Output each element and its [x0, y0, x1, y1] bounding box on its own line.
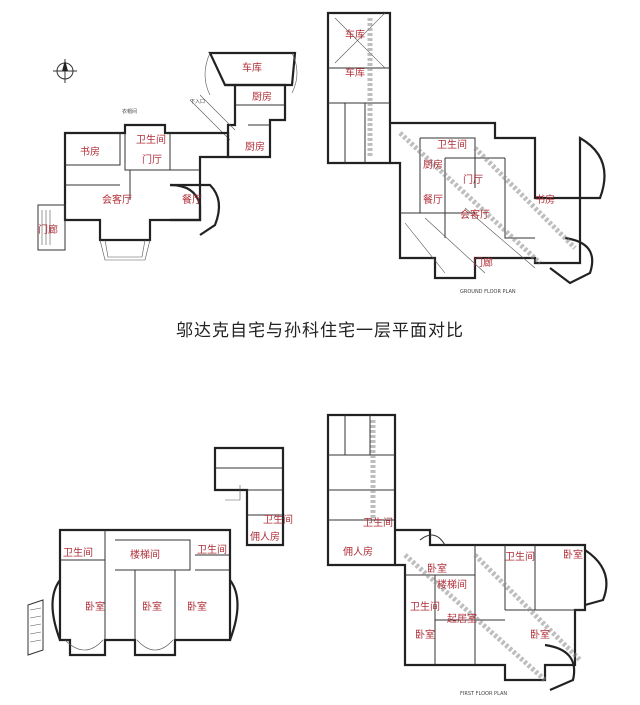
room-label: 书房: [80, 145, 100, 158]
top-left-floor-plan: 衣帽间 下入口 车库 厨房 书房 卫生间 门厅 厨房 会客厅 餐厅 门廊: [37, 51, 298, 261]
room-label: 卧室: [563, 548, 583, 561]
room-label: 会客厅: [460, 208, 490, 221]
room-label: 厨房: [252, 90, 272, 103]
room-label: 卧室: [85, 600, 105, 613]
room-label: 卧室: [187, 600, 207, 613]
room-label: 佣人房: [250, 530, 280, 543]
room-label: 起居室: [447, 612, 477, 625]
room-label: 厨房: [245, 140, 265, 153]
room-label: 厨房: [423, 158, 443, 171]
room-label: 会客厅: [102, 193, 132, 206]
room-label: 车库: [345, 28, 365, 41]
room-label: 卫生间: [363, 516, 393, 529]
room-label: 卫生间: [136, 133, 166, 146]
room-label: 卫生间: [505, 550, 535, 563]
room-label: 楼梯间: [437, 578, 467, 591]
room-label: 卧室: [142, 600, 162, 613]
room-label: 卧室: [415, 628, 435, 641]
room-label: 卫生间: [63, 546, 93, 559]
room-label: 卫生间: [197, 543, 227, 556]
bottom-left-floor-plan: 卫生间 佣人房 楼梯间 卫生间 卫生间 卧室 卧室 卧室: [27, 446, 293, 657]
svg-text:FIRST FLOOR PLAN: FIRST FLOOR PLAN: [460, 691, 507, 697]
room-label: 门廊: [38, 223, 58, 236]
svg-text:GROUND FLOOR PLAN: GROUND FLOOR PLAN: [460, 289, 516, 295]
room-label: 卧室: [530, 628, 550, 641]
room-label: 卫生间: [263, 513, 293, 526]
room-label: 卧室: [427, 562, 447, 575]
figure-caption: 邬达克自宅与孙科住宅一层平面对比: [176, 321, 464, 341]
north-arrow-icon: [53, 59, 77, 83]
room-label: 门廊: [473, 256, 493, 269]
room-label: 卫生间: [437, 138, 467, 151]
room-label: 餐厅: [182, 193, 202, 206]
room-label: 楼梯间: [130, 548, 160, 561]
room-label: 门厅: [142, 153, 162, 166]
room-label: 书房: [535, 193, 555, 206]
room-label: 卫生间: [410, 600, 440, 613]
svg-text:下入口: 下入口: [190, 99, 205, 105]
top-right-floor-plan: GROUND FLOOR PLAN 车库 车库 卫生间 厨房 门厅 餐厅 会客厅…: [326, 11, 606, 295]
room-label: 佣人房: [343, 545, 373, 558]
room-label: 车库: [242, 61, 262, 74]
room-label: 餐厅: [423, 193, 443, 206]
bottom-right-floor-plan: FIRST FLOOR PLAN 卫生间 佣人房 卫生间 卧室 楼梯间 卧室 起…: [326, 413, 608, 697]
svg-text:衣帽间: 衣帽间: [122, 108, 137, 115]
room-label: 车库: [345, 66, 365, 79]
room-label: 门厅: [463, 173, 483, 186]
